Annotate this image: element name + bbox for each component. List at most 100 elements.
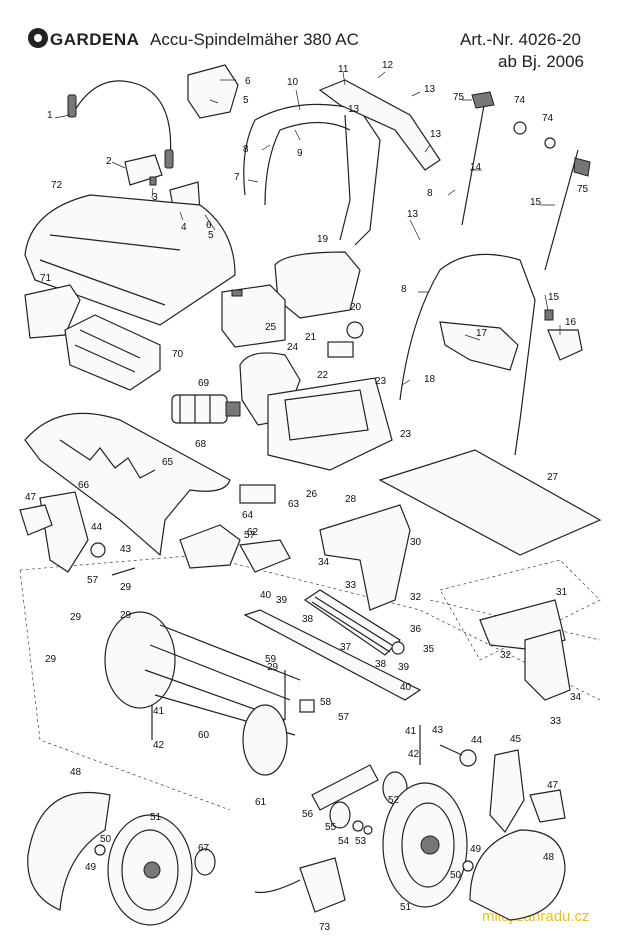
callout-74: 74 [542, 113, 554, 124]
callout-11: 11 [338, 64, 349, 75]
part-drive-belt [311, 764, 379, 811]
callout-49: 49 [470, 844, 482, 855]
assembly-boundary-right [439, 559, 601, 661]
callout-8: 8 [401, 284, 407, 295]
callout-71: 71 [40, 273, 52, 284]
callout-52: 52 [388, 795, 400, 806]
callout-31: 31 [556, 587, 568, 598]
callout-53: 53 [355, 836, 367, 847]
callout-40: 40 [400, 682, 412, 693]
callout-32: 32 [500, 650, 512, 661]
part-grip-18 [439, 321, 519, 371]
callout-14: 14 [470, 162, 482, 173]
part-wheel-right [382, 782, 468, 908]
callout-29: 29 [267, 662, 279, 673]
callout-38: 38 [375, 659, 387, 670]
part-main-housing [24, 412, 231, 557]
part-clip-16 [544, 309, 554, 321]
callout-22: 22 [317, 370, 329, 381]
callout-2: 2 [106, 156, 112, 167]
callout-65: 65 [162, 457, 174, 468]
callout-43: 43 [120, 544, 132, 555]
brand-logo-icon [28, 28, 48, 48]
callout-58: 58 [320, 697, 332, 708]
part-deck-plate [378, 449, 602, 556]
callout-29: 29 [120, 610, 132, 621]
part-upper-handle [243, 103, 381, 246]
part-plate-22 [327, 341, 354, 358]
part-bracket-30 [319, 504, 411, 611]
callout-68: 68 [195, 439, 207, 450]
part-battery-housing [267, 377, 393, 471]
part-bolt-43-right [439, 744, 463, 756]
callout-6: 6 [245, 76, 251, 87]
callout-66: 66 [78, 480, 90, 491]
part-washer-50-left [94, 844, 106, 856]
callout-29: 29 [120, 582, 132, 593]
callout-12: 12 [382, 60, 394, 71]
callout-27: 27 [547, 472, 559, 483]
part-bracket-71 [24, 284, 81, 339]
part-clamp-75b [573, 157, 591, 177]
callout-15: 15 [548, 292, 560, 303]
callout-60: 60 [198, 730, 210, 741]
callout-16: 16 [565, 317, 577, 328]
callout-47: 47 [25, 492, 37, 503]
callout-19: 19 [317, 234, 329, 245]
part-block-64 [239, 484, 276, 504]
callout-61: 61 [255, 797, 267, 808]
part-wheel-left [107, 814, 193, 926]
part-knob-47-left [19, 504, 53, 536]
part-cutting-reel [104, 611, 301, 776]
callout-29: 29 [45, 654, 57, 665]
part-handle-grip [318, 79, 441, 171]
assembly-boundary [19, 554, 601, 811]
callout-75: 75 [577, 184, 589, 195]
callout-30: 30 [410, 537, 422, 548]
callout-37: 37 [340, 642, 352, 653]
callout-13: 13 [424, 84, 436, 95]
callout-41: 41 [153, 706, 165, 717]
part-gear-55 [329, 801, 351, 829]
callout-39: 39 [398, 662, 410, 673]
callout-18: 18 [424, 374, 436, 385]
part-strut-left [461, 99, 486, 226]
callout-57: 57 [338, 712, 350, 723]
part-washer-50-right [462, 860, 474, 872]
callout-51: 51 [400, 902, 412, 913]
callout-62: 62 [247, 527, 259, 538]
callout-59: 59 [265, 654, 277, 665]
callout-13: 13 [348, 104, 360, 115]
callout-20: 20 [350, 302, 362, 313]
callout-1: 1 [47, 110, 53, 121]
part-58 [299, 699, 315, 713]
callout-9: 9 [297, 148, 303, 159]
callout-10: 10 [287, 77, 299, 88]
callout-50: 50 [450, 870, 462, 881]
callout-75: 75 [453, 92, 465, 103]
callout-44: 44 [471, 735, 483, 746]
part-plate-31b [524, 629, 571, 701]
callout-74: 74 [514, 95, 526, 106]
callout-64: 64 [242, 510, 254, 521]
callout-69: 69 [198, 378, 210, 389]
part-washer-44-left [90, 542, 106, 558]
part-battery [221, 284, 286, 348]
callout-51: 51 [150, 812, 162, 823]
callout-5: 5 [208, 230, 214, 241]
part-charger [254, 857, 346, 913]
callout-67: 67 [198, 843, 210, 854]
part-side-plate-66 [39, 491, 89, 573]
callout-13: 13 [430, 129, 442, 140]
callout-57: 57 [87, 575, 99, 586]
callout-33: 33 [550, 716, 562, 727]
part-roller [303, 589, 405, 656]
callout-50: 50 [100, 834, 112, 845]
callout-42: 42 [408, 749, 420, 760]
part-handle-cover [187, 64, 239, 119]
callout-38: 38 [302, 614, 314, 625]
callout-35: 35 [423, 644, 435, 655]
callout-23: 23 [375, 376, 387, 387]
callout-26: 26 [306, 489, 318, 500]
